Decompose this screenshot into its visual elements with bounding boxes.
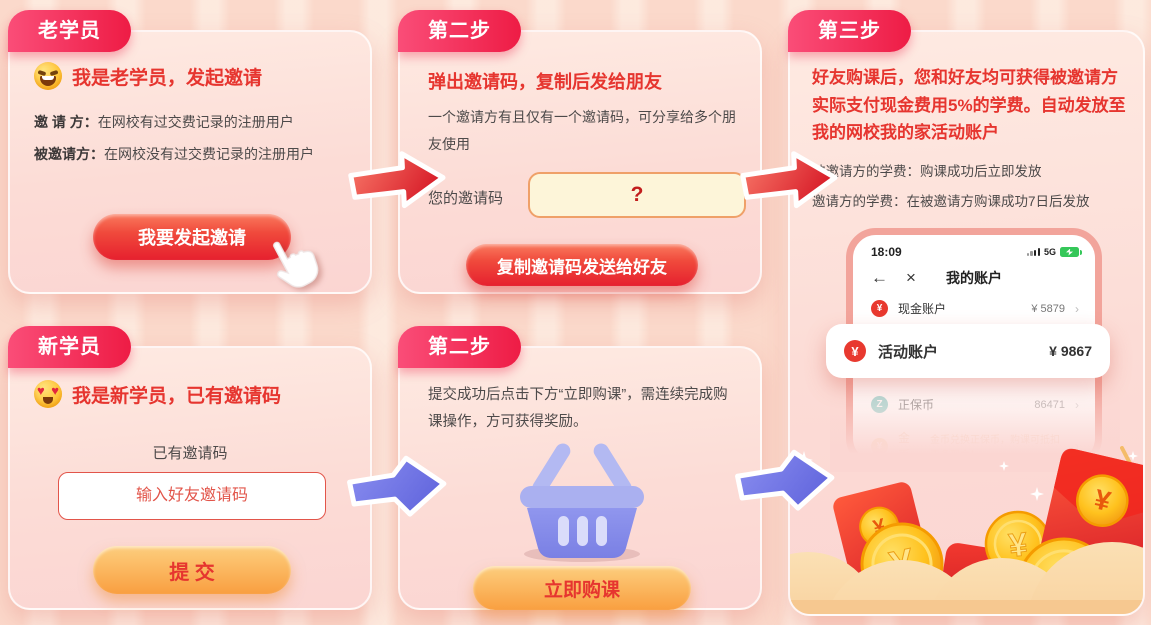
heart-eyes-emoji-icon: ♥♥ [34, 380, 62, 408]
invite-code-value-box: ? [528, 172, 746, 218]
network-label: 5G [1043, 247, 1056, 257]
chevron-right-icon: › [1075, 301, 1079, 316]
activity-account-row[interactable]: ¥ 活动账户 ¥ 9867 [826, 324, 1110, 378]
phone-statusbar: 18:09 5G [853, 235, 1095, 261]
start-invite-button[interactable]: 我要发起邀请 [93, 214, 291, 260]
invite-code-desc: 一个邀请方有且仅有一个邀请码，可分享给多个朋友使用 [428, 109, 736, 153]
cash-account-value: ¥ 5879 [1031, 302, 1065, 315]
invitee-definition: 被邀请方：在网校没有过交费记录的注册用户 [34, 144, 314, 164]
phone-page-title: 我的账户 [946, 269, 1002, 286]
step2-bottom-badge: 第二步 [398, 326, 521, 368]
red-arrow-icon-2 [740, 151, 838, 209]
submit-button[interactable]: 提 交 [93, 546, 291, 594]
back-icon[interactable]: ← [871, 268, 888, 287]
blue-arrow-icon-1 [347, 455, 447, 517]
phone-time: 18:09 [871, 245, 902, 259]
old-student-title: 我是老学员，发起邀请 [72, 67, 263, 89]
svg-text:¥: ¥ [1007, 525, 1030, 564]
copy-code-button[interactable]: 复制邀请码发送给好友 [466, 244, 698, 286]
cash-account-row[interactable]: ¥ 现金账户 ¥ 5879 › [853, 292, 1095, 325]
cash-account-name: 现金账户 [898, 302, 947, 316]
inviter-reward-line: 邀请方的学费：在被邀请方购课成功7日后发放 [812, 194, 1090, 209]
old-student-badge: 老学员 [8, 10, 131, 52]
step3-badge: 第三步 [788, 10, 911, 52]
inviter-definition: 邀 请 方：在网校有过交费记录的注册用户 [34, 112, 294, 132]
new-student-title: 我是新学员，已有邀请码 [72, 385, 282, 407]
signal-icon [1026, 248, 1040, 256]
new-student-card: ♥♥ 我是新学员，已有邀请码 已有邀请码 提 交 [8, 346, 372, 610]
activity-account-value: ¥ 9867 [1049, 343, 1092, 359]
battery-icon [1060, 247, 1082, 257]
buy-course-card: 提交成功后点击下方“立即购课”，需连续完成购课操作，方可获得奖励。 立 [398, 346, 762, 610]
step2-top-badge: 第二步 [398, 10, 521, 52]
buy-now-button[interactable]: 立即购课 [473, 566, 691, 610]
laughing-emoji-icon [34, 62, 62, 90]
friend-code-input[interactable] [58, 472, 326, 520]
your-code-label: 您的邀请码 [428, 190, 504, 207]
invite-code-title: 弹出邀请码，复制后发给朋友 [428, 72, 662, 92]
reward-title: 好友购课后，您和好友均可获得被邀请方实际支付现金费用5%的学费。自动发放至我的网… [812, 68, 1126, 143]
red-arrow-icon-1 [348, 151, 446, 209]
shopping-basket-icon [520, 443, 644, 562]
invitee-label: 被邀请方： [34, 146, 104, 162]
blue-arrow-icon-2 [735, 449, 835, 511]
close-icon[interactable]: × [906, 268, 916, 287]
buy-course-desc: 提交成功后点击下方“立即购课”，需连续完成购课操作，方可获得奖励。 [428, 387, 728, 430]
have-code-label: 已有邀请码 [152, 445, 228, 462]
inviter-label: 邀 请 方： [34, 114, 98, 130]
old-student-card: 我是老学员，发起邀请 邀 请 方：在网校有过交费记录的注册用户 被邀请方：在网校… [8, 30, 372, 294]
reward-card: 好友购课后，您和好友均可获得被邀请方实际支付现金费用5%的学费。自动发放至我的网… [788, 30, 1145, 616]
invite-code-card: 弹出邀请码，复制后发给朋友 一个邀请方有且仅有一个邀请码，可分享给多个朋友使用 … [398, 30, 762, 294]
invite-code-value: ? [630, 183, 644, 206]
hand-cursor-icon [273, 241, 319, 288]
svg-text:¥: ¥ [1091, 483, 1114, 517]
activity-account-icon: ¥ [844, 340, 866, 362]
invitee-reward-line: 被邀请方的学费：购课成功后立即发放 [812, 164, 1042, 179]
activity-account-name: 活动账户 [878, 343, 939, 361]
cash-account-icon: ¥ [871, 300, 888, 317]
inviter-text: 在网校有过交费记录的注册用户 [97, 114, 294, 130]
invitee-text: 在网校没有过交费记录的注册用户 [104, 146, 314, 162]
red-envelopes-coins-illustration: ¥ ¥ ¥ ¥ ¥ [790, 446, 1143, 614]
new-student-badge: 新学员 [8, 326, 131, 368]
